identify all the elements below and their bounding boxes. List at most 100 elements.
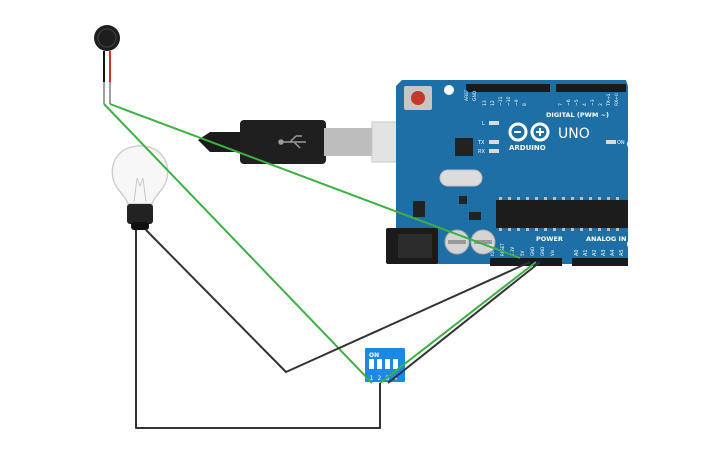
- mcu-pin: [616, 197, 619, 200]
- mcu-pin: [526, 197, 529, 200]
- digital-header-left: [466, 84, 550, 92]
- power-pin-label: 5V: [520, 250, 525, 256]
- black-wire-bulb-to-board[interactable]: [145, 229, 531, 373]
- arduino-infinity-logo-icon: [508, 122, 550, 142]
- mcu-pin: [589, 228, 592, 231]
- power-pin-label: Vin: [550, 249, 555, 256]
- led-l-label: L: [482, 121, 485, 127]
- usb-trident-icon: [278, 135, 306, 149]
- mount-hole: [444, 85, 454, 95]
- power-label: POWER: [536, 235, 563, 243]
- digital-pin-label: 4: [582, 103, 588, 106]
- mcu-pin: [562, 228, 565, 231]
- capacitor-mark: [448, 240, 466, 244]
- dip-number-4: 4: [394, 375, 398, 382]
- digital-pin-label: ~11: [498, 96, 504, 106]
- dc-jack-inner: [398, 234, 432, 258]
- dip-toggle-1[interactable]: [369, 359, 374, 369]
- bulb-contact: [131, 222, 149, 230]
- arduino-logo-text: ARDUINO: [509, 144, 546, 152]
- digital-pin-label: 8: [522, 103, 528, 106]
- mcu-pin: [499, 197, 502, 200]
- mcu-pin: [544, 197, 547, 200]
- green-wire-motor-to-dip[interactable]: [103, 103, 373, 384]
- led-tx-label: TX: [477, 140, 485, 146]
- atmega-microcontroller: [496, 200, 628, 228]
- crystal-oscillator: [439, 169, 483, 187]
- mcu-pin: [616, 228, 619, 231]
- digital-pin-label: 13: [482, 100, 488, 106]
- mcu-pin: [508, 228, 511, 231]
- analog-pin-label: A5: [619, 249, 625, 256]
- led-on: [606, 140, 616, 144]
- power-pin-label: GND: [540, 247, 545, 256]
- smd-component: [459, 196, 467, 204]
- dip-number-2: 2: [378, 375, 382, 382]
- black-wire-bulb-to-dip[interactable]: [135, 230, 381, 429]
- capacitor-mark: [474, 240, 492, 244]
- mcu-pin: [571, 228, 574, 231]
- vibration-motor[interactable]: [94, 25, 120, 104]
- mcu-pin: [580, 197, 583, 200]
- dip-toggle-2[interactable]: [377, 359, 382, 369]
- mcu-pin: [517, 197, 520, 200]
- aref-label: AREF: [464, 89, 470, 101]
- analog-label: ANALOG IN: [586, 235, 626, 243]
- digital-label: DIGITAL (PWM ~): [546, 111, 609, 119]
- smd-component: [469, 212, 481, 220]
- analog-pin-label: A1: [583, 249, 589, 256]
- dip-number-1: 1: [370, 375, 374, 382]
- digital-pin-label: 2: [598, 103, 604, 106]
- green-wire-motor-to-board[interactable]: [109, 103, 521, 259]
- green-wire-dip-to-board[interactable]: [379, 261, 537, 384]
- digital-header-right: [556, 84, 626, 92]
- led-on-label: ON: [617, 140, 625, 146]
- dip-number-3: 3: [386, 375, 390, 382]
- power-pin-label: GND: [530, 247, 535, 256]
- mcu-pin: [535, 197, 538, 200]
- dip-toggle-3[interactable]: [385, 359, 390, 369]
- analog-header: [572, 258, 628, 266]
- mount-hole: [627, 139, 637, 149]
- mcu-pins: [499, 197, 619, 231]
- bulb-glass: [111, 145, 169, 205]
- mcu-pin: [580, 228, 583, 231]
- mcu-pin: [553, 197, 556, 200]
- black-wire-dip-to-board[interactable]: [387, 261, 541, 384]
- digital-pin-label: ~9: [514, 99, 520, 106]
- mcu-pin: [517, 228, 520, 231]
- usb-strain-relief: [198, 132, 246, 152]
- mcu-pin: [544, 228, 547, 231]
- analog-pin-label: A3: [601, 249, 607, 256]
- analog-pin-label: A0: [574, 249, 580, 256]
- mcu-pin: [526, 228, 529, 231]
- mcu-pin: [589, 197, 592, 200]
- digital-pin-label: ~6: [566, 99, 572, 106]
- mcu-pin: [607, 228, 610, 231]
- mcu-pin: [598, 228, 601, 231]
- reset-button[interactable]: [411, 91, 425, 105]
- dip-switch[interactable]: ON 1 2 3 4: [365, 348, 405, 382]
- mcu-pin: [499, 228, 502, 231]
- mcu-pin: [535, 228, 538, 231]
- power-header: [490, 258, 562, 266]
- light-bulb[interactable]: [111, 145, 169, 230]
- power-pin-label: RESET: [500, 243, 505, 256]
- digital-pin-label: ~10: [506, 96, 512, 106]
- mcu-pin: [607, 197, 610, 200]
- motor-ring: [97, 28, 117, 48]
- voltage-regulator: [413, 201, 425, 217]
- mcu-pin: [598, 197, 601, 200]
- digital-pin-label: 12: [490, 100, 496, 106]
- dip-toggle-4[interactable]: [393, 359, 398, 369]
- digital-pin-label: 7: [558, 103, 564, 106]
- model-label: UNO: [558, 126, 590, 142]
- mcu-pin: [508, 197, 511, 200]
- analog-pin-label: A4: [610, 249, 616, 256]
- digital-pin-label: RX←0: [614, 93, 620, 106]
- digital-pin-label: ~5: [574, 99, 580, 106]
